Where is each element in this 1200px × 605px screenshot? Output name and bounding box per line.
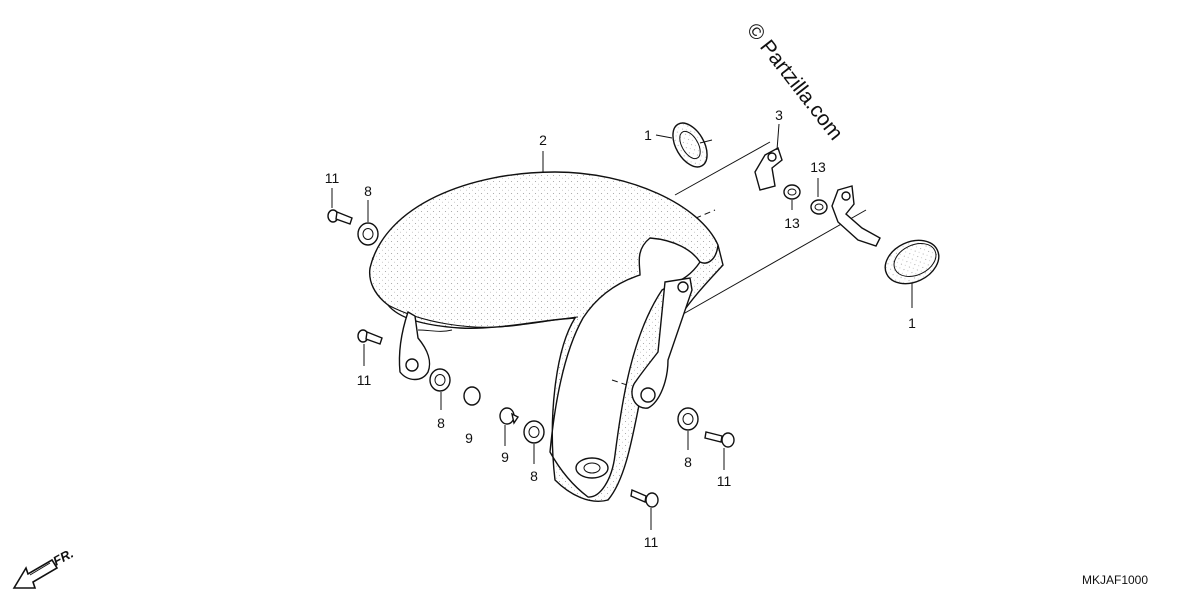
nut-13-upper (783, 184, 801, 200)
grommet-8-center (523, 420, 545, 444)
collar-9-left (463, 386, 481, 406)
callout-11-right: 11 (717, 473, 732, 489)
callout-8-upper: 8 (364, 183, 372, 199)
reflector-lower (884, 239, 940, 285)
grommet-8-left (429, 368, 451, 392)
reflector-upper (672, 122, 713, 168)
bolt-11-right (704, 431, 735, 448)
fender-stay-bracket (631, 277, 693, 409)
bolt-11-bottom (630, 489, 659, 508)
callout-3: 3 (775, 107, 783, 123)
callout-9-center: 9 (501, 449, 509, 465)
callout-11-bottom: 11 (644, 534, 659, 550)
assembly-line-stay-upper (674, 141, 771, 196)
callout-13-upper: 13 (810, 159, 826, 175)
callout-8-left: 8 (437, 415, 445, 431)
leader-3 (776, 123, 780, 151)
reflector-stay-right (831, 185, 881, 247)
grommet-8-upper (357, 222, 379, 246)
nut-13-lower (810, 199, 828, 215)
leader-1a (655, 134, 673, 139)
callout-8-center: 8 (530, 468, 538, 484)
callout-8-right: 8 (684, 454, 692, 470)
diagram-code: MKJAF1000 (1082, 573, 1148, 587)
stay-3-hole (767, 152, 777, 162)
callout-11-lower-left: 11 (357, 372, 372, 388)
stay-right-hole (841, 191, 851, 201)
callout-1-lower: 1 (908, 315, 916, 331)
collar-9-center (499, 407, 520, 425)
stay-mount-hole (640, 387, 656, 403)
watermark: © Partzilla.com (742, 19, 847, 145)
callout-11-upper-left: 11 (325, 170, 340, 186)
bolt-11-upper-left (327, 209, 353, 225)
assembly-line-stay-lower (654, 209, 867, 331)
callout-13-lower: 13 (784, 215, 800, 231)
fender-lower-mount-eye (575, 457, 609, 479)
grommet-8-right (677, 407, 699, 431)
stay-upper-nut (677, 281, 689, 293)
front-fender (368, 171, 724, 502)
fender-left-mount-hole (405, 358, 419, 372)
callout-2: 2 (539, 132, 547, 148)
front-direction-arrow (12, 558, 59, 589)
fender-left-mount-web (417, 329, 453, 332)
callout-9-left: 9 (465, 430, 473, 446)
callout-1-upper: 1 (644, 127, 652, 143)
bolt-11-lower-left (357, 329, 383, 345)
fender-lower-mount-hole (583, 462, 601, 474)
